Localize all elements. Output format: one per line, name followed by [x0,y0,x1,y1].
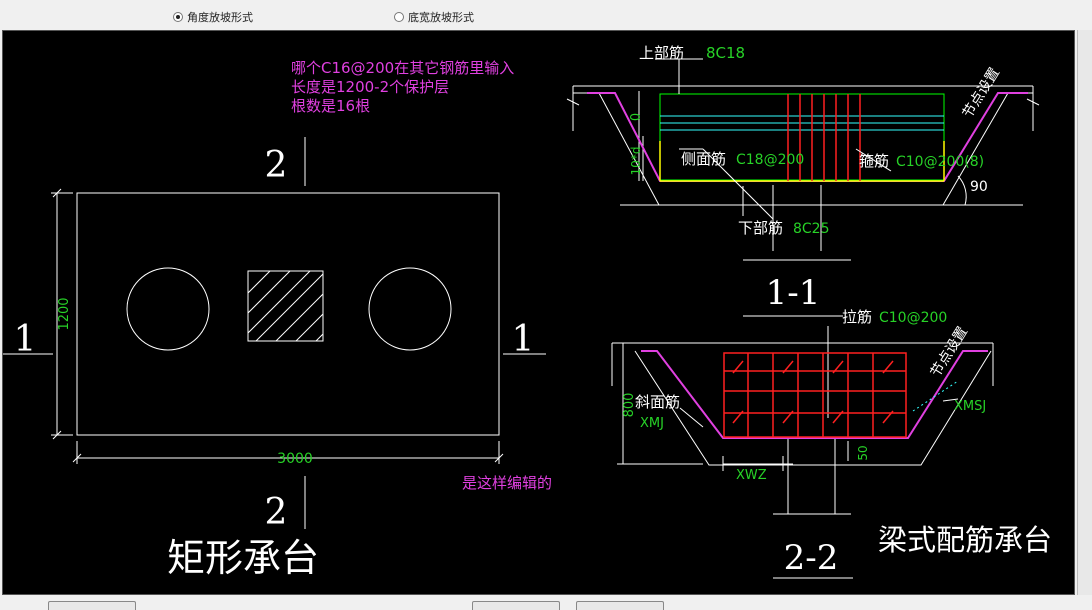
note-edit: 是这样编辑的 [462,474,552,492]
plan-outline [76,192,500,436]
section-1-1 [566,58,1040,261]
plan-dim-width: 3000 [277,451,313,467]
section-2-2 [611,326,994,515]
drawing-canvas: 2 2 1 1 1200 3000 矩形承台 哪个C16@200在其它钢筋里输入… [2,30,1075,595]
s11-stirrup-value: C10@200(8) [896,154,984,170]
radio-width-slope[interactable]: 底宽放坡形式 [394,9,474,25]
s22-dim-height: 800 [622,393,637,418]
column [247,270,324,342]
bottom-button-2[interactable] [472,601,560,610]
radio-angle-slope-label: 角度放坡形式 [187,11,253,24]
s11-stirrup-label: 箍筋 [859,152,889,170]
s11-title: 1-1 [766,273,821,313]
plan-view [3,137,546,529]
drawing-svg: 2 2 1 1 1200 3000 矩形承台 哪个C16@200在其它钢筋里输入… [3,44,1052,580]
s22-xmj: XMJ [640,416,664,431]
radio-width-slope-label: 底宽放坡形式 [408,11,474,24]
radio-dot[interactable] [394,12,404,22]
s11-dim-side: 10*d [629,147,643,176]
pile-right [368,267,452,351]
plan-section-top: 2 [265,145,288,186]
s11-side-label: 侧面筋 [681,150,726,168]
plan-dim-height: 1200 [57,297,72,330]
options-bar: 角度放坡形式 底宽放坡形式 [0,0,1092,30]
plan-section-bottom: 2 [265,492,288,533]
vertical-scrollbar[interactable] [1077,30,1092,595]
column-hatch [247,270,324,342]
s11-top-value: 8C18 [706,44,745,62]
s11-angle: 90 [970,179,988,195]
plan-section-left: 1 [14,319,37,360]
note-line1: 哪个C16@200在其它钢筋里输入 [291,59,514,77]
s22-xwz: XWZ [736,468,767,483]
bottom-button-1[interactable] [48,601,136,610]
pile-left [126,267,210,351]
s11-top-label: 上部筋 [639,44,684,62]
s22-slope-label: 斜面筋 [635,393,680,411]
note-line2: 长度是1200-2个保护层 [291,78,449,96]
plan-section-right: 1 [512,319,535,360]
note-line3: 根数是16根 [291,97,370,115]
plan-title: 矩形承台 [167,536,319,580]
bottom-button-3[interactable] [576,601,664,610]
s22-xmsj: XMSJ [954,399,986,414]
s11-bottom-label: 下部筋 [738,219,783,237]
s11-dim-zero: 0 [629,113,644,121]
s22-tie-label: 拉筋 [842,308,872,326]
s22-title: 2-2 [784,538,839,578]
radio-angle-slope[interactable]: 角度放坡形式 [173,9,253,25]
radio-dot-selected[interactable] [173,12,183,22]
s11-bottom-value: 8C25 [793,221,830,237]
s22-dim-50: 50 [856,445,870,460]
s11-side-value: C18@200 [736,152,804,168]
beam-title: 梁式配筋承台 [878,523,1052,557]
s22-tie-value: C10@200 [879,310,947,326]
bottom-bar [0,595,1092,605]
